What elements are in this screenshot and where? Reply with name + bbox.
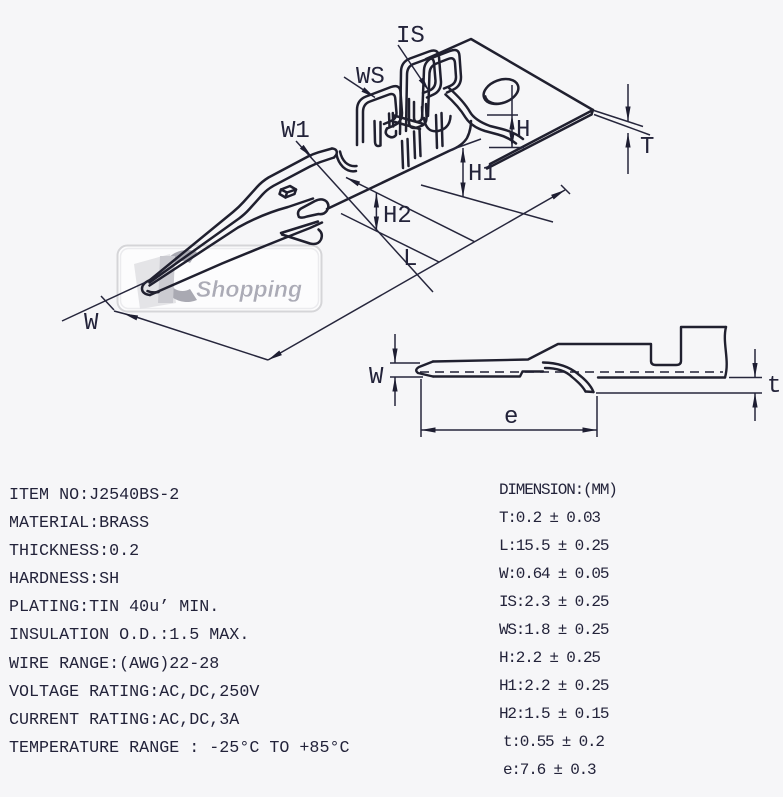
svg-text:W:0.64 ± 0.05: W:0.64 ± 0.05 xyxy=(499,565,609,583)
svg-text:W1: W1 xyxy=(281,118,310,145)
svg-text:T: T xyxy=(640,134,654,161)
svg-text:Shopping: Shopping xyxy=(196,276,302,302)
svg-text:IS: IS xyxy=(396,23,425,50)
svg-text:H2:1.5 ± 0.15: H2:1.5 ± 0.15 xyxy=(499,705,609,723)
svg-text:THICKNESS:0.2: THICKNESS:0.2 xyxy=(9,542,139,561)
svg-text:e: e xyxy=(504,404,518,431)
svg-text:T:0.2 ± 0.03: T:0.2 ± 0.03 xyxy=(499,509,600,527)
svg-text:H2: H2 xyxy=(383,203,412,230)
svg-text:WS:1.8 ± 0.25: WS:1.8 ± 0.25 xyxy=(499,621,609,639)
svg-text:t: t xyxy=(767,373,781,400)
svg-text:L: L xyxy=(403,246,417,273)
svg-text:PLATING:TIN 40u’ MIN.: PLATING:TIN 40u’ MIN. xyxy=(9,598,219,617)
svg-text:MATERIAL:BRASS: MATERIAL:BRASS xyxy=(9,514,149,533)
svg-text:TEMPERATURE RANGE : -25°C TO +: TEMPERATURE RANGE : -25°C TO +85°C xyxy=(9,739,349,758)
svg-text:CURRENT RATING:AC,DC,3A: CURRENT RATING:AC,DC,3A xyxy=(9,711,239,730)
svg-text:e:7.6 ± 0.3: e:7.6 ± 0.3 xyxy=(503,761,596,779)
svg-text:WIRE RANGE:(AWG)22-28: WIRE RANGE:(AWG)22-28 xyxy=(9,655,219,674)
svg-text:H:2.2 ± 0.25: H:2.2 ± 0.25 xyxy=(499,649,600,667)
svg-text:INSULATION O.D.:1.5 MAX.: INSULATION O.D.:1.5 MAX. xyxy=(9,626,249,645)
svg-text:W: W xyxy=(369,364,384,391)
svg-text:H: H xyxy=(516,117,530,144)
svg-text:HARDNESS:SH: HARDNESS:SH xyxy=(9,570,119,589)
svg-text:DIMENSION:(MM): DIMENSION:(MM) xyxy=(499,481,617,499)
svg-text:IS:2.3 ± 0.25: IS:2.3 ± 0.25 xyxy=(499,593,609,611)
svg-text:VOLTAGE RATING:AC,DC,250V: VOLTAGE RATING:AC,DC,250V xyxy=(9,683,259,702)
svg-text:WS: WS xyxy=(356,64,385,91)
svg-text:H1:2.2 ± 0.25: H1:2.2 ± 0.25 xyxy=(499,677,609,695)
svg-text:W: W xyxy=(84,310,99,337)
svg-text:H1: H1 xyxy=(468,161,497,188)
svg-text:L:15.5 ± 0.25: L:15.5 ± 0.25 xyxy=(499,537,609,555)
svg-text:t:0.55 ± 0.2: t:0.55 ± 0.2 xyxy=(503,733,604,751)
svg-text:ITEM NO:J2540BS-2: ITEM NO:J2540BS-2 xyxy=(9,486,179,505)
